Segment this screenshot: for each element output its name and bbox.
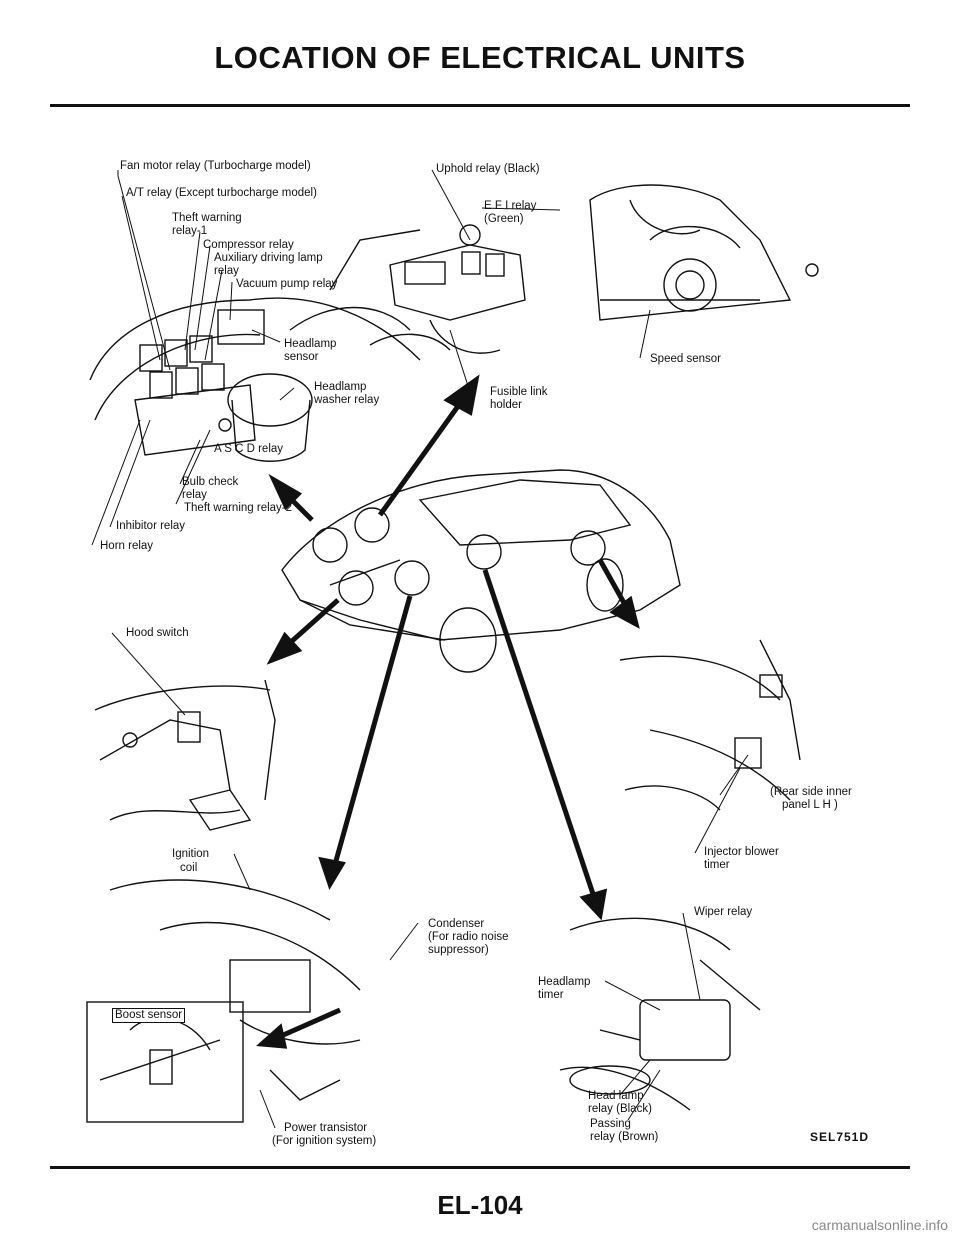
label-ascd-relay: A S C D relay xyxy=(214,443,284,455)
label-wiper-relay: Wiper relay xyxy=(694,906,753,918)
label-condenser-line3: suppressor) xyxy=(428,944,489,956)
label-hood-switch: Hood switch xyxy=(126,627,189,639)
label-fusible-link-holder: Fusible link xyxy=(490,386,548,398)
leader-lines xyxy=(91,169,749,1129)
label-headlamp-relay: Head lamp xyxy=(588,1090,644,1102)
injector-blower-timer-drawing xyxy=(619,639,801,811)
label-theft-warning-relay-1: Theft warning xyxy=(172,212,242,224)
label-injector-blower-timer: Injector blower xyxy=(704,846,779,858)
label-headlamp-timer: Headlamp xyxy=(538,976,591,988)
label-vacuum-pump-relay: Vacuum pump relay xyxy=(236,278,338,290)
label-fusible-link-holder-line2: holder xyxy=(490,399,522,411)
title-rule xyxy=(50,104,910,107)
label-rear-side-inner-panel-line2: panel L H ) xyxy=(782,799,838,811)
label-bulb-check-relay: Bulb check xyxy=(182,476,239,488)
label-headlamp-sensor: Headlamp xyxy=(284,338,337,350)
label-horn-relay: Horn relay xyxy=(100,540,154,552)
watermark: carmanualsonline.info xyxy=(811,1217,948,1233)
label-condenser: Condenser xyxy=(428,918,485,930)
label-headlamp-washer-relay-line2: washer relay xyxy=(314,394,380,406)
label-uphold-relay: Uphold relay (Black) xyxy=(436,163,540,175)
locator-arrows xyxy=(256,374,640,1049)
footer-rule xyxy=(50,1166,910,1169)
label-condenser-line2: (For radio noise xyxy=(428,931,509,943)
label-injector-blower-timer-line2: timer xyxy=(704,859,730,871)
speed-sensor-drawing xyxy=(589,184,819,321)
label-headlamp-timer-line2: timer xyxy=(538,989,564,1001)
label-ignition-coil: Ignition xyxy=(172,848,210,860)
label-power-transistor-line2: (For ignition system) xyxy=(272,1135,377,1147)
wiper-relay-drawing xyxy=(559,917,761,1111)
label-efi-relay: E F I relay xyxy=(484,200,537,212)
label-speed-sensor: Speed sensor xyxy=(650,353,721,365)
label-bulb-check-relay-line2: relay xyxy=(182,489,207,501)
label-aux-driving-lamp-relay-line2: relay xyxy=(214,265,239,277)
label-fan-motor-relay: Fan motor relay (Turbocharge model) xyxy=(120,160,311,172)
label-passing-relay: Passing xyxy=(590,1118,631,1130)
relay-block-drawing xyxy=(89,297,451,462)
car-drawing xyxy=(281,469,681,673)
label-ignition-coil-line2: coil xyxy=(180,862,198,874)
label-boost-sensor: Boost sensor xyxy=(112,1008,186,1023)
label-inhibitor-relay: Inhibitor relay xyxy=(116,520,186,532)
hood-switch-drawing xyxy=(94,679,276,831)
label-theft-warning-relay-1-line2: relay-1 xyxy=(172,225,208,237)
label-headlamp-relay-line2: relay (Black) xyxy=(588,1103,652,1115)
page-title: LOCATION OF ELECTRICAL UNITS xyxy=(214,40,746,75)
label-headlamp-sensor-line2: sensor xyxy=(284,351,319,363)
label-aux-driving-lamp-relay: Auxiliary driving lamp xyxy=(214,252,323,264)
label-headlamp-washer-relay: Headlamp xyxy=(314,381,367,393)
label-rear-side-inner-panel: (Rear side inner xyxy=(770,786,852,798)
label-passing-relay-line2: relay (Brown) xyxy=(590,1131,659,1143)
label-efi-relay-line2: (Green) xyxy=(484,213,524,225)
page-number: EL-104 xyxy=(437,1190,523,1220)
efi-relay-drawing xyxy=(329,224,526,354)
label-theft-warning-relay-2: Theft warning relay-2 xyxy=(184,502,293,514)
figure-reference: SEL751D xyxy=(810,1130,870,1144)
label-power-transistor: Power transistor xyxy=(284,1122,368,1134)
label-at-relay: A/T relay (Except turbocharge model) xyxy=(126,187,317,199)
ignition-drawing xyxy=(86,879,361,1123)
label-compressor-relay: Compressor relay xyxy=(203,239,294,251)
